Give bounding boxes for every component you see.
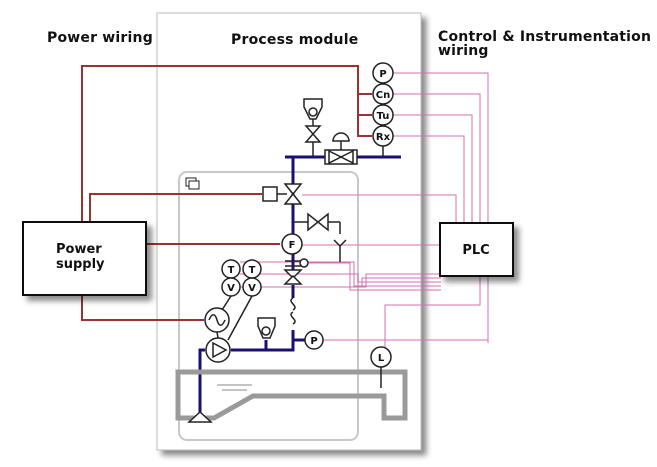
instrument-v1: V	[221, 277, 241, 297]
svg-text:F: F	[289, 240, 296, 251]
plc-box: PLC	[439, 222, 514, 277]
pump-inlet-foot	[187, 410, 213, 423]
instrument-rx: Rx	[372, 125, 394, 147]
tank	[175, 369, 408, 421]
svg-text:P: P	[379, 69, 386, 80]
check-valve	[283, 269, 303, 285]
control-wiring-heading-line1: Control & Instrumentation	[438, 29, 652, 45]
power-wiring-heading: Power wiring	[47, 30, 153, 46]
svg-text:Cn: Cn	[376, 90, 390, 101]
power-supply-box: Power supply	[22, 221, 147, 296]
pump-icon	[205, 337, 231, 363]
svg-text:Rx: Rx	[376, 132, 391, 143]
svg-text:V: V	[248, 283, 256, 294]
instrument-cn: Cn	[372, 83, 394, 105]
process-module-heading: Process module	[231, 32, 359, 48]
instrument-flow: F	[281, 233, 303, 255]
motor-ac-icon	[204, 307, 230, 333]
control-wiring-heading-line2: wiring	[438, 43, 489, 59]
instrument-t1: T	[221, 259, 241, 279]
instrument-level: L	[370, 346, 392, 388]
orifice-plate	[285, 258, 309, 268]
drain-funnel	[333, 222, 347, 262]
svg-text:V: V	[227, 283, 235, 294]
svg-text:L: L	[378, 353, 385, 364]
svg-text:PLC: PLC	[462, 243, 489, 258]
svg-text:supply: supply	[56, 257, 105, 272]
branch-valve	[307, 212, 329, 232]
instrument-tu: Tu	[372, 104, 394, 126]
liquid-level-lines	[217, 384, 252, 391]
inner-enclosure	[178, 171, 359, 441]
hopper-valve	[304, 125, 322, 143]
power-wiring	[81, 65, 372, 321]
feed-hopper	[303, 98, 323, 120]
svg-text:T: T	[228, 265, 235, 276]
control-wiring	[240, 72, 489, 350]
instrument-p-pump: P	[304, 330, 324, 350]
instrument-p-top: P	[372, 62, 394, 84]
main-valve	[262, 183, 303, 205]
dosing-hopper	[257, 317, 276, 339]
enclosure-icon	[185, 177, 200, 190]
flexible-coupling	[290, 297, 296, 325]
svg-text:P: P	[310, 336, 317, 347]
svg-text:Power: Power	[56, 242, 102, 257]
svg-text:T: T	[249, 265, 256, 276]
instrument-v2: V	[242, 277, 262, 297]
instrument-links	[221, 295, 253, 341]
instrument-t2: T	[242, 259, 262, 279]
control-wiring-heading: Control & Instrumentation wiring	[438, 30, 651, 58]
top-control-valve	[324, 132, 358, 165]
svg-text:Tu: Tu	[377, 111, 390, 122]
